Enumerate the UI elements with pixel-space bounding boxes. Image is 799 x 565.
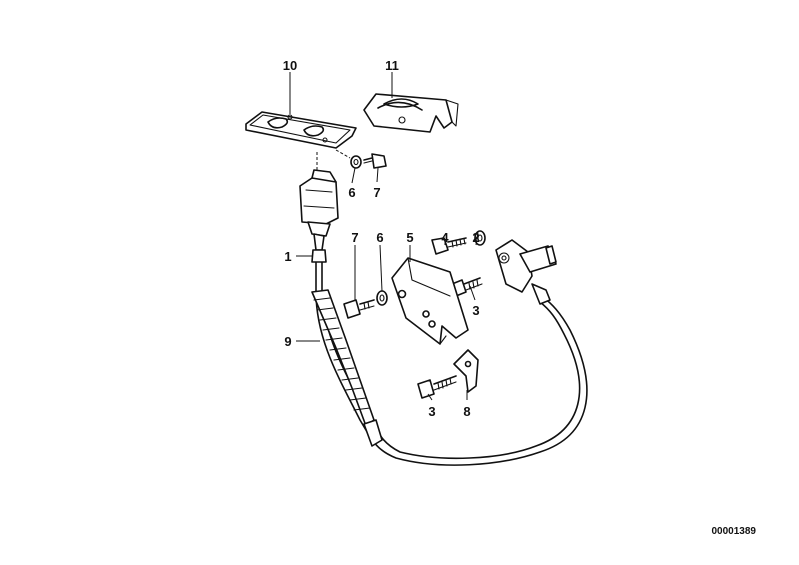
- label-part-3-upper: 3: [472, 303, 479, 318]
- label-part-5: 5: [406, 230, 413, 245]
- small-bracket-part-8: [453, 349, 479, 393]
- washer-part-6-mid: [376, 290, 388, 306]
- label-part-7-mid: 7: [351, 230, 358, 245]
- connector-plug: [299, 169, 339, 251]
- label-part-8: 8: [463, 404, 470, 419]
- label-part-4: 4: [441, 230, 449, 245]
- label-part-10: 10: [283, 58, 297, 73]
- label-part-7-top: 7: [373, 185, 380, 200]
- label-part-1: 1: [284, 249, 291, 264]
- diagram-reference-code: 00001389: [712, 526, 757, 537]
- crankshaft-sensor-head: [495, 239, 557, 305]
- label-part-2: 2: [472, 230, 479, 245]
- sensor-bracket-part-5: [391, 257, 469, 345]
- label-part-9: 9: [284, 334, 291, 349]
- label-part-6-top: 6: [348, 185, 355, 200]
- label-part-11: 11: [385, 58, 399, 73]
- cable-grommet-part-1: [311, 249, 327, 263]
- label-part-6-mid: 6: [376, 230, 383, 245]
- bolt-part-4: [431, 237, 467, 255]
- washer-part-6-top: [350, 155, 362, 169]
- mounting-plate-part-10: [245, 111, 357, 149]
- leader-lines: [289, 72, 479, 401]
- label-part-3-lower: 3: [428, 404, 435, 419]
- cable-sleeve-part-9: [311, 289, 383, 447]
- bolt-part-7-mid: [343, 299, 375, 319]
- bolt-part-7-top: [363, 153, 387, 169]
- bolt-part-3-lower: [417, 375, 457, 399]
- clamp-bracket-part-11: [363, 93, 459, 133]
- washer-part-2: [474, 230, 486, 246]
